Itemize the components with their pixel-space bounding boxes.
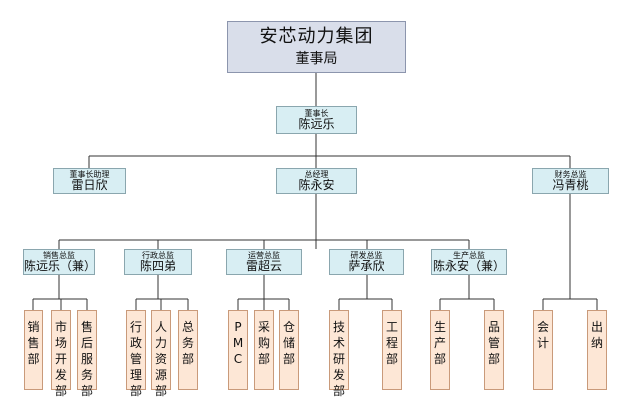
- dept-box-general: 总务部: [178, 310, 198, 390]
- dept-box-cashier: 出纳: [587, 310, 607, 390]
- cfo-role: 财务总监: [554, 169, 587, 179]
- cfo-box: 财务总监 冯青桃: [532, 168, 609, 194]
- director-role: 行政总监: [142, 250, 174, 260]
- gm-name: 陈永安: [298, 177, 335, 192]
- dept-box-engineering: 工程部: [382, 310, 402, 390]
- dept-box-hr: 人力资源部: [151, 310, 171, 398]
- dept-label: 行政管理部: [129, 320, 142, 398]
- dept-box-qc: 品管部: [484, 310, 504, 390]
- director-rd-box: 研发总监 萨承欣: [329, 249, 404, 275]
- dept-box-aftersales: 售后服务部: [77, 310, 97, 398]
- director-name: 陈永安（兼）: [432, 258, 505, 273]
- chairman-name: 陈远乐: [298, 116, 335, 131]
- dept-label: 生产部: [433, 320, 446, 366]
- dept-label: 总务部: [181, 320, 194, 366]
- dept-label: 工程部: [385, 320, 398, 366]
- gm-box: 总经理 陈永安: [276, 168, 357, 194]
- director-ops-box: 运营总监 雷超云: [226, 249, 302, 275]
- dept-label: 出纳: [590, 320, 603, 350]
- assistant-box: 董事长助理 雷日欣: [53, 168, 126, 194]
- director-name: 陈远乐（兼）: [24, 258, 97, 273]
- dept-box-warehouse: 仓储部: [279, 310, 299, 390]
- director-name: 陈四弟: [139, 258, 176, 273]
- company-box: 安芯动力集团 董事局: [227, 21, 406, 73]
- dept-box-purchasing: 采购部: [254, 310, 274, 390]
- director-role: 运营总监: [248, 250, 280, 260]
- dept-box-market: 市场开发部: [51, 310, 71, 398]
- director-sales-box: 销售总监 陈远乐（兼）: [23, 249, 97, 275]
- dept-label: PMC: [232, 320, 244, 366]
- dept-box-admin: 行政管理部: [126, 310, 146, 398]
- gm-role: 总经理: [304, 169, 329, 179]
- director-role: 生产总监: [453, 250, 485, 260]
- director-role: 研发总监: [350, 250, 383, 260]
- dept-label: 市场开发部: [54, 320, 67, 398]
- board-name: 董事局: [295, 50, 338, 67]
- chairman-role: 董事长: [304, 108, 329, 118]
- company-name: 安芯动力集团: [259, 26, 374, 48]
- dept-label: 销售部: [27, 320, 40, 366]
- dept-box-pmc: PMC: [228, 310, 248, 390]
- dept-label: 品管部: [487, 320, 500, 366]
- director-role: 销售总监: [43, 250, 75, 260]
- dept-box-production: 生产部: [430, 310, 450, 390]
- assistant-name: 雷日欣: [71, 177, 108, 192]
- director-name: 萨承欣: [348, 258, 385, 273]
- dept-box-accounting: 会计: [533, 310, 553, 390]
- director-admin-box: 行政总监 陈四弟: [124, 249, 192, 275]
- director-name: 雷超云: [245, 258, 282, 273]
- cfo-name: 冯青桃: [552, 177, 589, 192]
- dept-label: 仓储部: [282, 320, 295, 366]
- chairman-box: 董事长 陈远乐: [276, 106, 357, 134]
- director-prod-box: 生产总监 陈永安（兼）: [431, 249, 507, 275]
- dept-label: 人力资源部: [154, 320, 167, 398]
- dept-box-rd: 技术研发部: [329, 310, 349, 398]
- dept-label: 会计: [536, 320, 549, 350]
- dept-box-sales: 销售部: [24, 310, 43, 390]
- dept-label: 售后服务部: [80, 320, 93, 398]
- dept-label: 采购部: [257, 320, 270, 366]
- dept-label: 技术研发部: [332, 320, 345, 398]
- assistant-role: 董事长助理: [69, 169, 110, 179]
